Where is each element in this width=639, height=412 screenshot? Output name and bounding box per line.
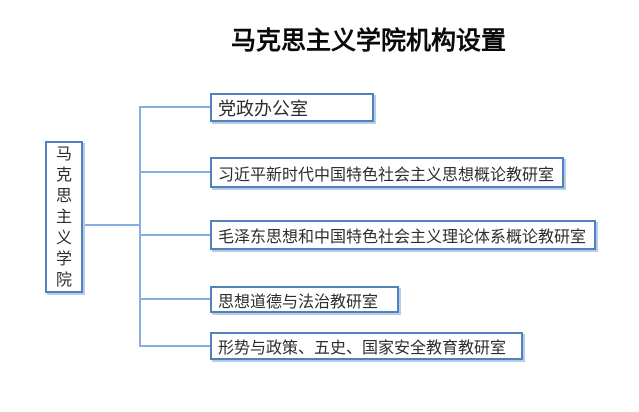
- connector-branch-1: [140, 106, 210, 108]
- node-label: 形势与政策、五史、国家安全教育教研室: [218, 340, 507, 357]
- node-situation-policy-security-teaching-office: 形势与政策、五史、国家安全教育教研室: [210, 332, 523, 360]
- node-label: 党政办公室: [218, 98, 308, 119]
- connector-root: [83, 224, 140, 226]
- connector-branch-4: [140, 298, 210, 300]
- root-node-school-of-marxism: 马克思主义学院: [45, 141, 83, 293]
- connector-branch-5: [140, 345, 210, 347]
- connector-trunk: [139, 106, 141, 347]
- node-ideology-morality-law-teaching-office: 思想道德与法治教研室: [210, 286, 399, 313]
- node-mao-zedong-thought-teaching-office: 毛泽东思想和中国特色社会主义理论体系概论教研室: [210, 220, 596, 250]
- node-label: 思想道德与法治教研室: [218, 293, 379, 311]
- node-label: 习近平新时代中国特色社会主义思想概论教研室: [218, 166, 555, 184]
- connector-branch-3: [140, 234, 210, 236]
- connector-branch-2: [140, 171, 210, 173]
- node-xi-jinping-thought-teaching-office: 习近平新时代中国特色社会主义思想概论教研室: [210, 157, 564, 188]
- chart-title: 马克思主义学院机构设置: [231, 28, 507, 55]
- node-label: 毛泽东思想和中国特色社会主义理论体系概论教研室: [218, 229, 587, 246]
- root-node-label: 马克思主义学院: [55, 145, 72, 289]
- node-party-government-office: 党政办公室: [210, 93, 374, 122]
